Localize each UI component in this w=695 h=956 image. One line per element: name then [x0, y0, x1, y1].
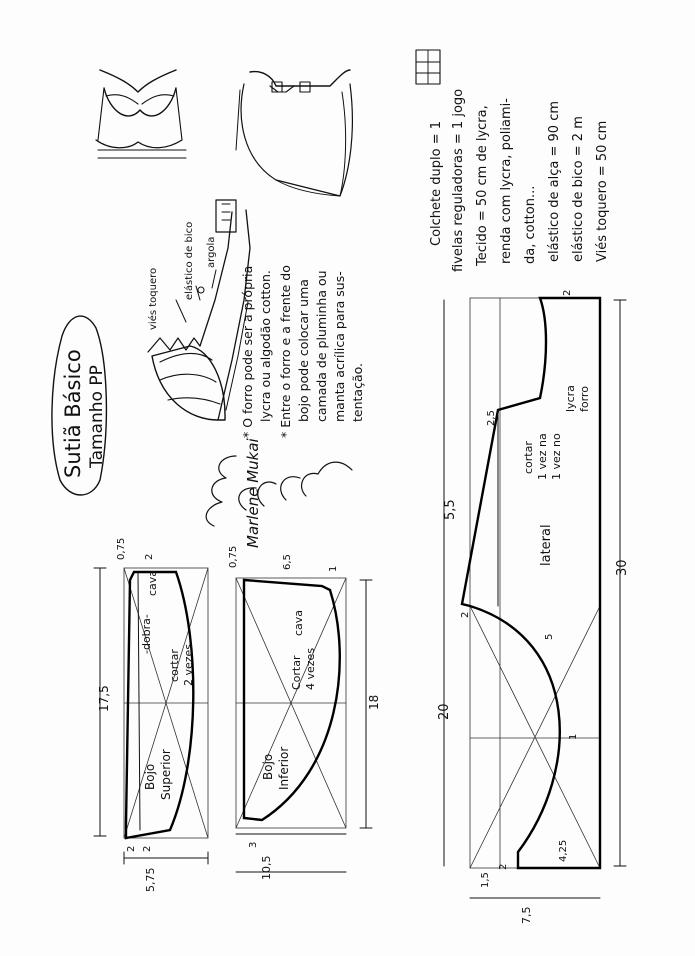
bojo-inf-cut-2: 4 vezes — [304, 648, 317, 690]
lateral-cut-3: 1 vez no — [550, 433, 563, 480]
bojo-sup-cava: cava — [146, 570, 159, 596]
bojo-sup-name-2: Superior — [159, 749, 173, 800]
bojo-inf-right-small: 1 — [328, 566, 339, 572]
bojo-sup-name-1: Bojo — [143, 764, 157, 790]
lateral-piece: 30 20 5,5 2 2,5 5 1 2 1,5 4,25 2 7,5 lat… — [437, 290, 630, 924]
note-line-1: * O forro pode ser a própria — [240, 266, 255, 438]
material-line-5: da, cotton... — [523, 186, 538, 264]
material-line-8: Viés toquero = 50 cm — [595, 121, 610, 262]
lateral-left-b: 1,5 — [480, 872, 491, 888]
note-line-5: camada de pluminha ou — [314, 270, 329, 422]
lateral-right: 2 — [562, 290, 573, 296]
bojo-inf-width: 18 — [367, 695, 381, 710]
material-line-7: elástico de bico = 2 m — [571, 116, 586, 262]
materials-block: Colchete duplo = 1 fivelas reguladoras =… — [415, 49, 610, 272]
lateral-left-a: 2 — [460, 612, 471, 618]
label-argola: argola — [206, 237, 217, 268]
label-elastico-de-bico: elástico de bico — [183, 222, 195, 300]
note-line-4: bojo pode colocar uma — [296, 279, 311, 422]
lateral-step: 2,5 — [486, 410, 497, 426]
signature: Marlene Mukai — [205, 437, 353, 548]
lateral-fabric-2: forro — [578, 386, 591, 412]
material-line-2: fivelas reguladoras = 1 jogo — [451, 89, 466, 272]
bojo-sup-cut-1: cortar — [168, 649, 181, 682]
notes-block: * O forro pode ser a própria lycra ou al… — [240, 265, 365, 438]
lateral-name: lateral — [539, 524, 554, 566]
lateral-left-total: 7,5 — [520, 907, 533, 925]
label-vies-toquero: viés toquero — [147, 268, 159, 330]
note-line-6: manta acrílica para sus- — [332, 271, 347, 422]
bojo-sup-width: 17,5 — [97, 685, 111, 712]
lateral-left-d: 2 — [498, 864, 509, 870]
bojo-inf-top-right: 0,75 — [228, 546, 239, 568]
title-line1: Sutiã Básico — [61, 349, 85, 478]
material-line-3: Tecido = 50 cm de lycra, — [475, 105, 490, 267]
bra-detail-sketch: viés toquero elástico de bico argola — [147, 199, 251, 421]
lateral-curve-a: 5 — [544, 634, 555, 640]
bojo-inf-inner: 6,5 — [282, 554, 293, 570]
bra-side-sketch — [235, 69, 353, 197]
lateral-length: 30 — [615, 559, 630, 576]
material-line-4: renda com lycra, poliami- — [499, 98, 514, 264]
lateral-left-c: 4,25 — [558, 840, 569, 862]
bojo-inf-name-1: Bojo — [261, 754, 275, 780]
material-line-1: Colchete duplo = 1 — [429, 121, 444, 246]
title-block: Sutiã Básico Tamanho PP — [51, 315, 108, 496]
title-line2: Tamanho PP — [87, 365, 107, 469]
bojo-sup-top: 2 — [144, 554, 155, 560]
bra-front-sketch — [95, 69, 187, 159]
bojo-inf-cava: cava — [292, 610, 305, 636]
bojo-inf-cut-1: Cortar — [290, 655, 303, 690]
note-line-3: * Entre o forro e a frente do — [278, 265, 293, 438]
lateral-cut-2: 1 vez na — [536, 433, 549, 480]
note-line-2: lycra ou algodão cotton. — [258, 270, 273, 422]
lateral-cut-1: cortar — [522, 441, 535, 474]
bojo-inf-left-small: 3 — [248, 842, 259, 848]
material-line-6: elástico de alça = 90 cm — [547, 101, 562, 262]
lateral-mid: 5,5 — [443, 499, 458, 520]
lateral-fabric-1: lycra — [564, 385, 577, 412]
bojo-inferior-piece: 18 0,75 6,5 1 3 10,5 Bojo Inferior Corta… — [228, 546, 381, 880]
bojo-sup-fold: -dobra- — [140, 614, 153, 654]
bojo-inf-left-total: 10,5 — [260, 856, 273, 881]
bojo-inf-name-2: Inferior — [277, 747, 291, 790]
note-line-7: tentação. — [350, 363, 365, 422]
bojo-sup-top-right: 0,75 — [116, 538, 127, 560]
bojo-superior-piece: 17,5 0,75 2 2 2 5,75 Bojo Superior corta… — [93, 538, 209, 893]
bojo-sup-left-total: 5,75 — [144, 868, 157, 893]
bojo-sup-left-b: 2 — [142, 846, 153, 852]
signature-text: Marlene Mukai — [244, 437, 262, 548]
lateral-height: 20 — [437, 703, 452, 720]
bojo-sup-left-a: 2 — [126, 846, 137, 852]
lateral-curve-b: 1 — [568, 734, 579, 740]
bojo-sup-cut-2: 2 vezes — [182, 644, 195, 686]
